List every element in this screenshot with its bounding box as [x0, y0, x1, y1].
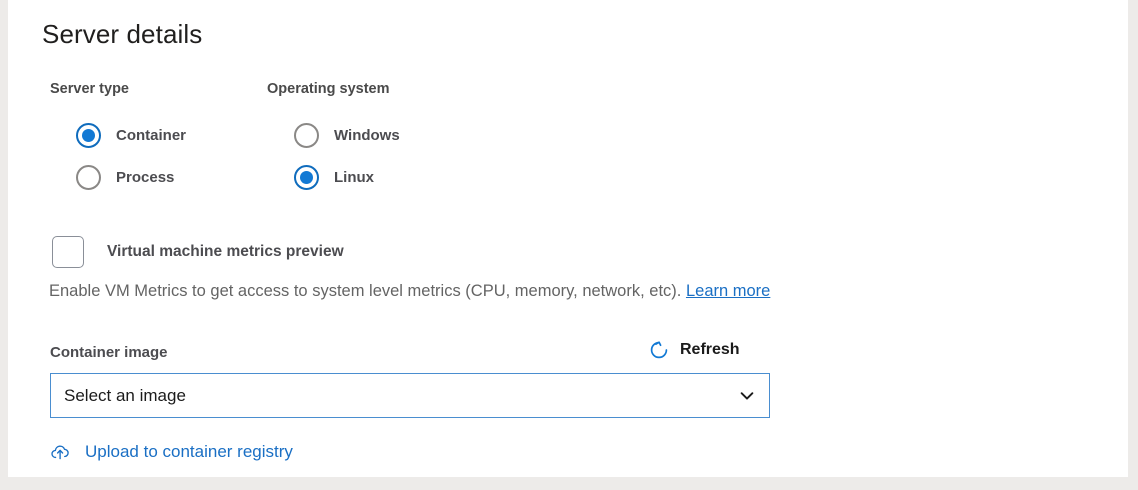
server-type-label: Server type — [50, 81, 129, 97]
radio-label: Container — [116, 126, 187, 144]
radio-label: Process — [116, 168, 175, 186]
radio-os-windows[interactable]: Windows — [294, 122, 400, 148]
radio-mark-icon — [76, 122, 101, 148]
radio-os-linux[interactable]: Linux — [294, 164, 374, 190]
vm-metrics-helper-text: Enable VM Metrics to get access to syste… — [49, 282, 770, 301]
page-title: Server details — [42, 19, 203, 49]
server-details-card: Server details Server type Operating sys… — [8, 0, 1128, 477]
refresh-label: Refresh — [680, 341, 740, 358]
operating-system-label: Operating system — [267, 81, 390, 97]
checkbox-box-icon — [52, 236, 84, 268]
radio-label: Linux — [334, 168, 374, 186]
select-value: Select an image — [64, 385, 186, 405]
upload-to-container-registry-link[interactable]: Upload to container registry — [50, 442, 293, 462]
refresh-icon — [649, 340, 669, 360]
helper-sentence: Enable VM Metrics to get access to syste… — [49, 282, 682, 300]
refresh-button[interactable]: Refresh — [649, 340, 740, 360]
radio-server-type-container[interactable]: Container — [76, 122, 187, 148]
radio-mark-icon — [294, 122, 319, 148]
radio-mark-icon — [294, 164, 319, 190]
learn-more-link[interactable]: Learn more — [685, 282, 771, 300]
container-image-label: Container image — [50, 344, 168, 361]
container-image-select[interactable]: Select an image — [50, 373, 770, 418]
cloud-upload-icon — [50, 442, 74, 462]
radio-server-type-process[interactable]: Process — [76, 164, 175, 190]
radio-label: Windows — [334, 126, 400, 144]
checkbox-vm-metrics-preview[interactable]: Virtual machine metrics preview — [52, 236, 344, 268]
chevron-down-icon — [739, 388, 755, 404]
checkbox-label: Virtual machine metrics preview — [107, 243, 344, 260]
radio-mark-icon — [76, 164, 101, 190]
upload-label: Upload to container registry — [85, 442, 293, 461]
